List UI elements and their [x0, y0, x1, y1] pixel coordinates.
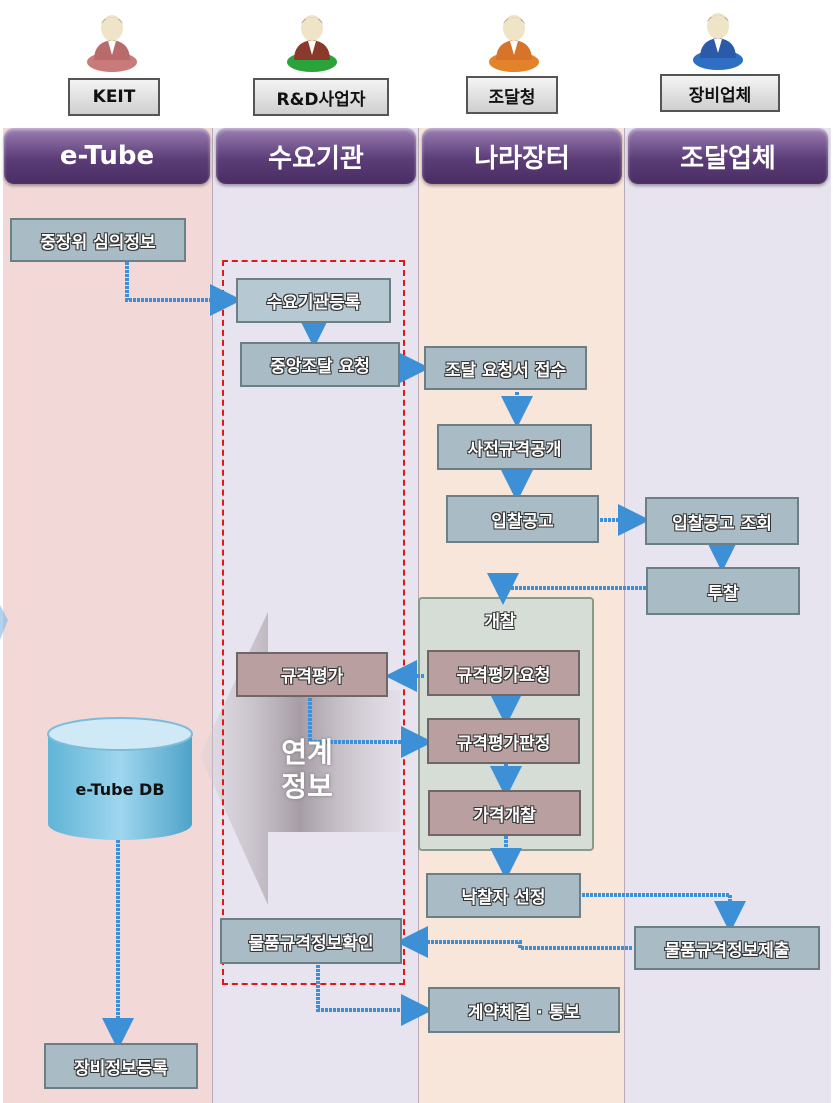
- person-icon: [287, 15, 337, 72]
- lane-header-etube: e-Tube: [4, 128, 210, 184]
- person-icon: [87, 15, 137, 72]
- linked-info-text: 연계 정보: [262, 736, 352, 804]
- actor-label-rnd: R&D사업자: [253, 78, 389, 116]
- lane-header-suyo: 수요기관: [216, 128, 416, 184]
- node-suyo-register: 수요기관등록: [236, 278, 391, 323]
- lane-header-nara: 나라장터: [422, 128, 622, 184]
- database-icon: [47, 717, 193, 840]
- node-spec-eval: 규격평가: [236, 652, 388, 697]
- actor-label-pps: 조달청: [466, 76, 558, 114]
- lane-header-jodal: 조달업체: [628, 128, 828, 184]
- node-bidding: 투찰: [646, 567, 800, 615]
- node-spec-eval-decision: 규격평가판정: [427, 718, 580, 764]
- node-spec-eval-request: 규격평가요청: [427, 650, 580, 696]
- person-icon: [693, 13, 743, 70]
- linked-info-line-1: 연계: [281, 736, 333, 769]
- node-bid-notice-view: 입찰공고 조회: [645, 497, 799, 545]
- node-goods-spec-check: 물품규격정보확인: [220, 918, 402, 964]
- person-icon: [489, 15, 539, 72]
- linked-region-dashed: [222, 260, 405, 985]
- node-pre-spec: 사전규격공개: [437, 424, 592, 470]
- node-central-request: 중앙조달 요청: [240, 342, 400, 387]
- node-equip-register: 장비정보등록: [44, 1043, 198, 1089]
- node-goods-spec-submit: 물품규격정보제출: [634, 926, 820, 970]
- actor-label-keit: KEIT: [68, 78, 160, 116]
- node-price-opening: 가격개찰: [428, 790, 581, 836]
- linked-info-line-2: 정보: [281, 770, 333, 803]
- node-jungjangwi: 중장위 심의정보: [10, 218, 186, 262]
- node-contract: 계약체결 · 통보: [428, 987, 620, 1033]
- lane-etube-bg: [3, 128, 213, 1103]
- node-request-receive: 조달 요청서 접수: [424, 346, 587, 390]
- actor-label-vendor: 장비업체: [660, 74, 780, 112]
- node-winner-select: 낙찰자 선정: [426, 873, 581, 918]
- opening-label: 개찰: [484, 611, 516, 632]
- node-bid-notice: 입찰공고: [446, 495, 599, 543]
- database-label: e-Tube DB: [75, 780, 165, 799]
